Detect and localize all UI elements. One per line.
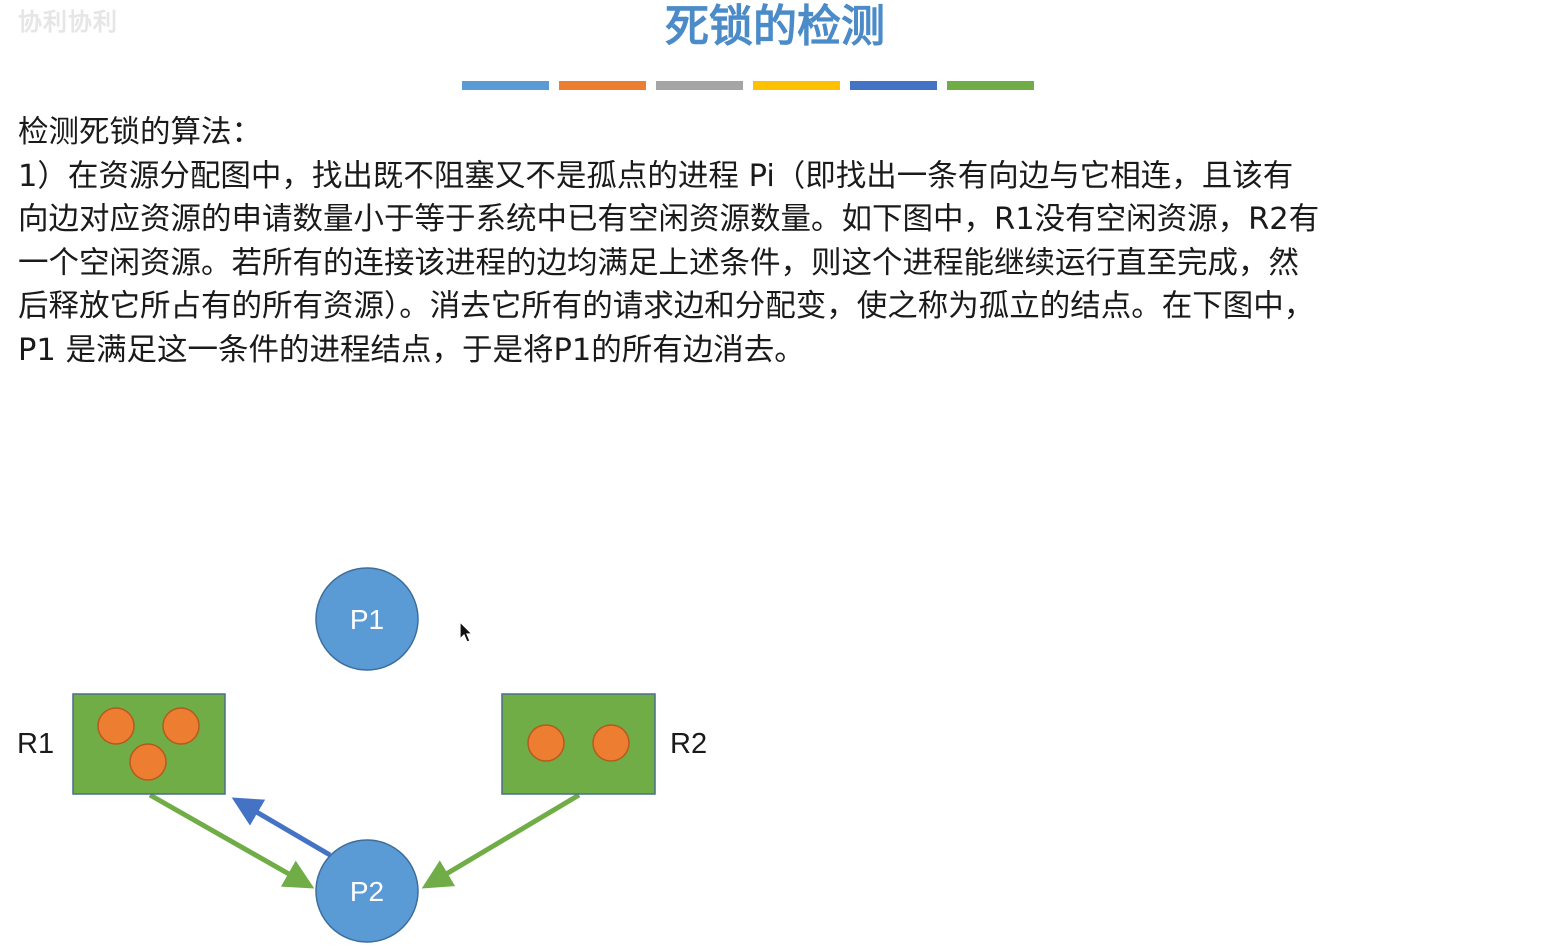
resource-instance (527, 724, 565, 762)
resource-instance (592, 724, 630, 762)
color-bar (656, 81, 743, 90)
text-line: 1）在资源分配图中，找出既不阻塞又不是孤点的进程 Pi（即找出一条有向边与它相连… (18, 158, 1294, 194)
process-p1-node (315, 567, 419, 671)
color-bar (559, 81, 646, 90)
text-line: P1 是满足这一条件的进程结点，于是将P1的所有边消去。 (18, 332, 805, 368)
text-line: 向边对应资源的申请数量小于等于系统中已有空闲资源数量。如下图中，R1没有空闲资源… (18, 202, 1320, 237)
process-p2-label: P2 (350, 876, 384, 907)
request-edge-p2-r1 (231, 797, 332, 858)
color-bar (753, 81, 840, 90)
resource-instance (97, 707, 135, 745)
slide-title: 死锁的检测 (665, 1, 885, 52)
assignment-edge-r2-p2 (421, 792, 581, 889)
process-p2-node (315, 839, 419, 943)
decorative-color-bars (462, 81, 1044, 90)
color-bar (462, 81, 549, 90)
resource-instance (162, 707, 200, 745)
mouse-pointer-icon (459, 621, 474, 643)
resource-r1-label: R1 (17, 728, 54, 760)
process-p1-label: P1 (350, 604, 384, 635)
algorithm-description: 检测死锁的算法： 1）在资源分配图中，找出既不阻塞又不是孤点的进程 Pi（即找出… (18, 111, 1538, 372)
watermark-logo: 协利协利 (18, 8, 118, 36)
color-bar (947, 81, 1034, 90)
resource-r2-box (501, 693, 656, 795)
resource-instance (129, 743, 167, 781)
text-line: 一个空闲资源。若所有的连接该进程的边均满足上述条件，则这个进程能继续运行直至完成… (18, 245, 1299, 281)
assignment-edge-r1-p2 (148, 792, 315, 889)
text-line: 检测死锁的算法： (18, 115, 262, 150)
color-bar (850, 81, 937, 90)
resource-r2-label: R2 (670, 728, 707, 760)
text-line: 后释放它所占有的所有资源）。消去它所有的请求边和分配变，使之称为孤立的结点。在下… (18, 289, 1315, 324)
